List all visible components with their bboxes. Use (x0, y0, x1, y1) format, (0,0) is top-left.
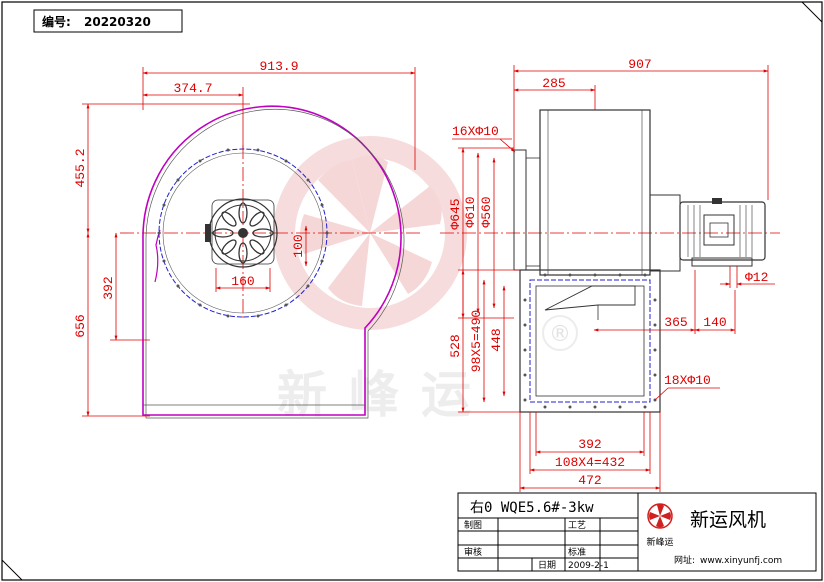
row2-left-label: 审核 (464, 546, 482, 558)
logo-caption: 新峰运 (646, 536, 673, 548)
dim-offset-365: 365 (664, 315, 687, 330)
dim-inlet-offset: 374.7 (173, 81, 212, 96)
row1-mid-label: 工艺 (568, 520, 586, 531)
drawing-code-label: 编号: (41, 14, 71, 29)
dim-dia-560: Φ560 (479, 196, 494, 227)
impeller-hub (205, 198, 278, 268)
motor (649, 194, 766, 272)
brand-logo-icon (647, 503, 673, 529)
outlet-bolt-holes (523, 273, 657, 409)
dim-outlet-holes: 18XΦ10 (664, 373, 711, 388)
dim-outlet-472: 472 (578, 473, 601, 488)
front-view: 913.9 374.7 455.2 392 656 160 100 (73, 59, 420, 419)
website-label: 网址: (674, 554, 695, 566)
dim-housing-width: 285 (542, 76, 565, 91)
watermark-registered: ® (549, 322, 571, 347)
volute-housing (142, 105, 402, 416)
dim-overall-width: 913.9 (259, 59, 298, 74)
dim-lower-height: 392 (101, 276, 116, 299)
date-value: 2009-2-1 (568, 561, 609, 571)
dim-total-height: 656 (73, 314, 88, 337)
side-view: 907 285 16XΦ10 Φ645 Φ610 Φ560 Φ12 365 14… (440, 57, 780, 492)
dim-hub-width: 160 (231, 274, 254, 289)
dim-outlet-bolt-pitch-h: 108X4=432 (555, 455, 625, 470)
drawing-code-box: 编号: 20220320 (33, 9, 183, 33)
dim-total-length: 907 (628, 57, 651, 72)
dim-outlet-bolt-pitch-v: 98X5=490 (469, 310, 484, 372)
date-label: 日期 (538, 560, 556, 571)
brand-name: 新运风机 (690, 509, 766, 531)
model-number: 右0 WQE5.6#-3kw (470, 500, 594, 516)
row1-left-label: 制图 (464, 519, 482, 531)
dim-hub-height: 100 (291, 234, 306, 257)
dim-flange-holes: 16XΦ10 (452, 124, 499, 139)
dim-shaft-dia: Φ12 (745, 270, 768, 285)
dim-dia-645: Φ645 (448, 198, 463, 229)
drawing-code-value: 20220320 (84, 15, 151, 29)
website-url: www.xinyunfj.com (700, 556, 782, 566)
dim-dia-610: Φ610 (463, 196, 478, 227)
side-housing (539, 109, 651, 276)
title-block (457, 492, 817, 572)
dim-upper-height: 455.2 (73, 148, 88, 187)
outlet-flange (519, 269, 661, 413)
dim-outlet-448: 448 (489, 328, 504, 351)
dim-outlet-392: 392 (578, 437, 601, 452)
watermark-logo: ® 新峰运 (273, 136, 578, 424)
front-bolt-holes (157, 148, 329, 318)
dim-offset-140: 140 (703, 315, 726, 330)
dim-outlet-528: 528 (448, 334, 463, 357)
row2-mid-label: 标准 (568, 546, 586, 558)
